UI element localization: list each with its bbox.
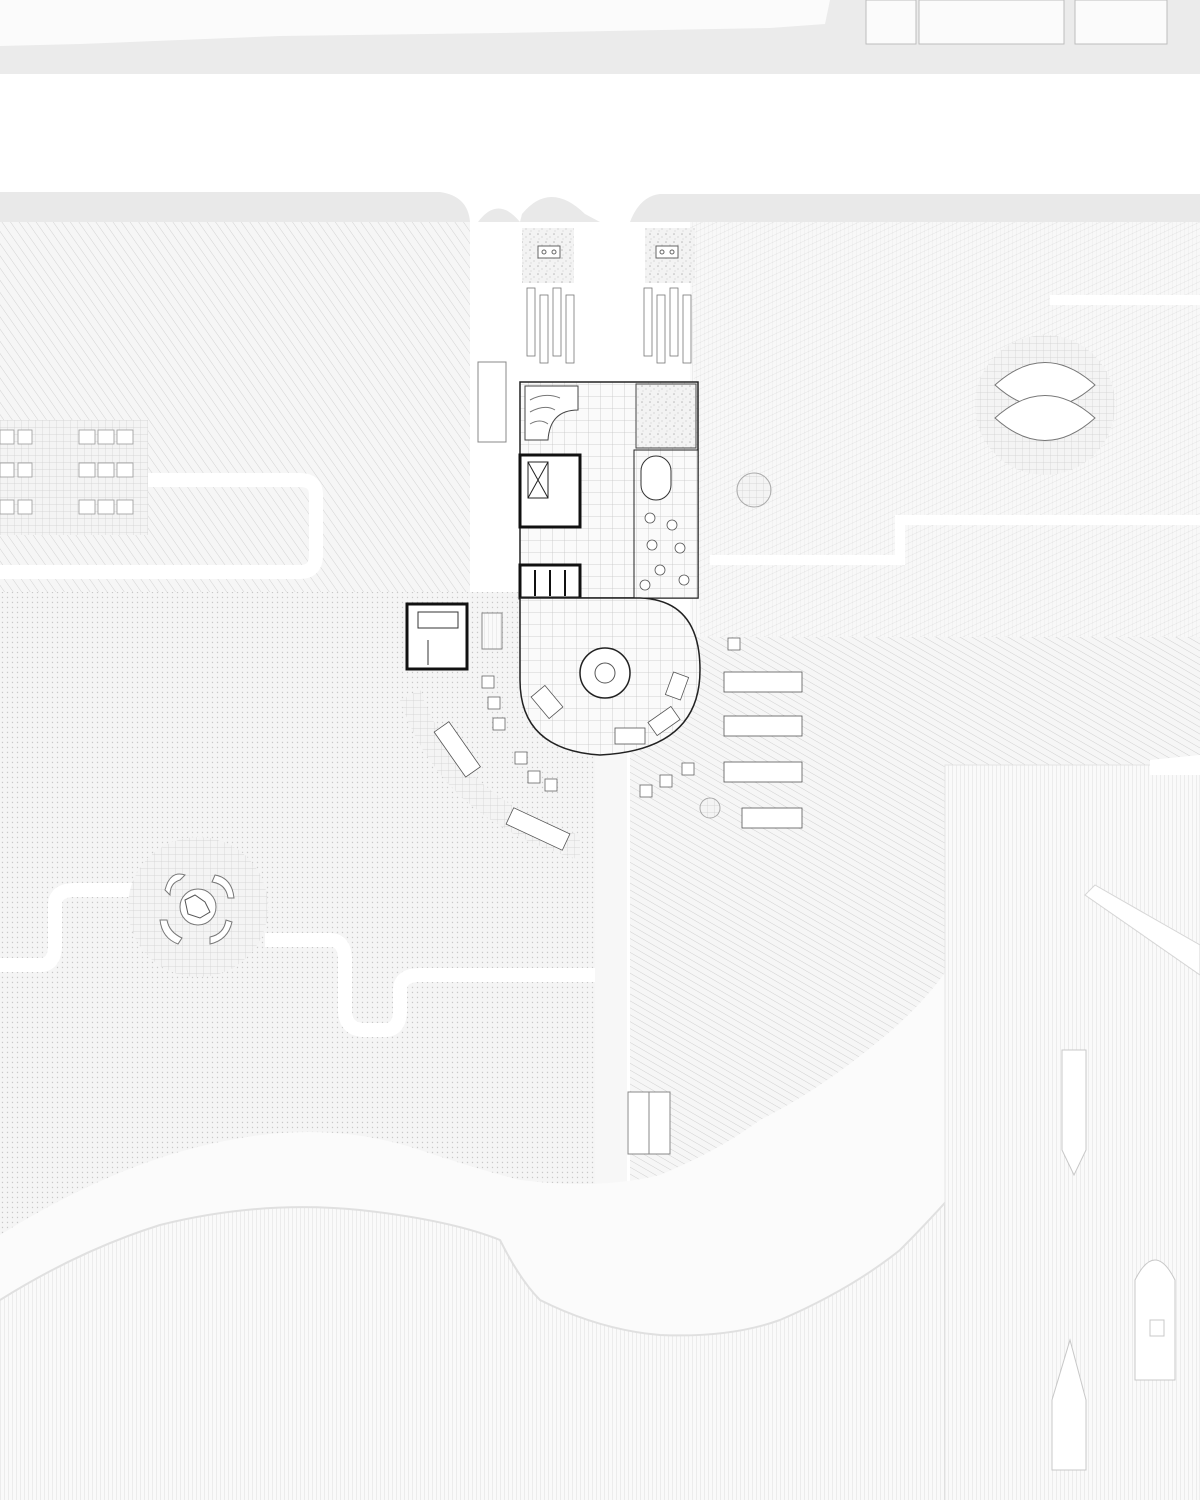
east-lawn-strip [690,222,1200,637]
boat [1134,1259,1176,1381]
entrance-path [582,222,638,382]
garden-beds [0,429,134,515]
meander-path [0,883,595,1037]
staircase [524,385,579,441]
entry-steps [481,612,503,650]
lounge-sofas [530,671,690,745]
kitchen [635,383,697,449]
canopy [477,361,507,443]
tree [699,797,721,819]
west-garden-path [0,473,323,579]
boat [1061,1049,1087,1177]
kiosk [627,1091,671,1155]
water [0,1060,1200,1500]
tree [736,472,772,508]
dining-tables [639,512,690,591]
elevator [527,461,549,499]
picnic-tables [723,671,803,829]
east-garden-path [710,295,1200,565]
pavilion [405,602,503,671]
building [518,381,701,756]
west-garden-field [0,222,470,592]
planter-west [522,228,574,283]
lens-pavilion [994,362,1096,441]
boat [1051,1338,1087,1471]
toilet-cubicles [534,570,566,596]
bike-racks [526,287,692,364]
tree-seating [159,873,235,945]
shoreline [0,1149,991,1337]
planter-east [645,228,695,283]
bar-counter [640,455,672,501]
north-street [0,0,1200,74]
terrace-benches [433,721,571,851]
terrace-tables [481,637,741,798]
sidewalk [0,192,1200,222]
